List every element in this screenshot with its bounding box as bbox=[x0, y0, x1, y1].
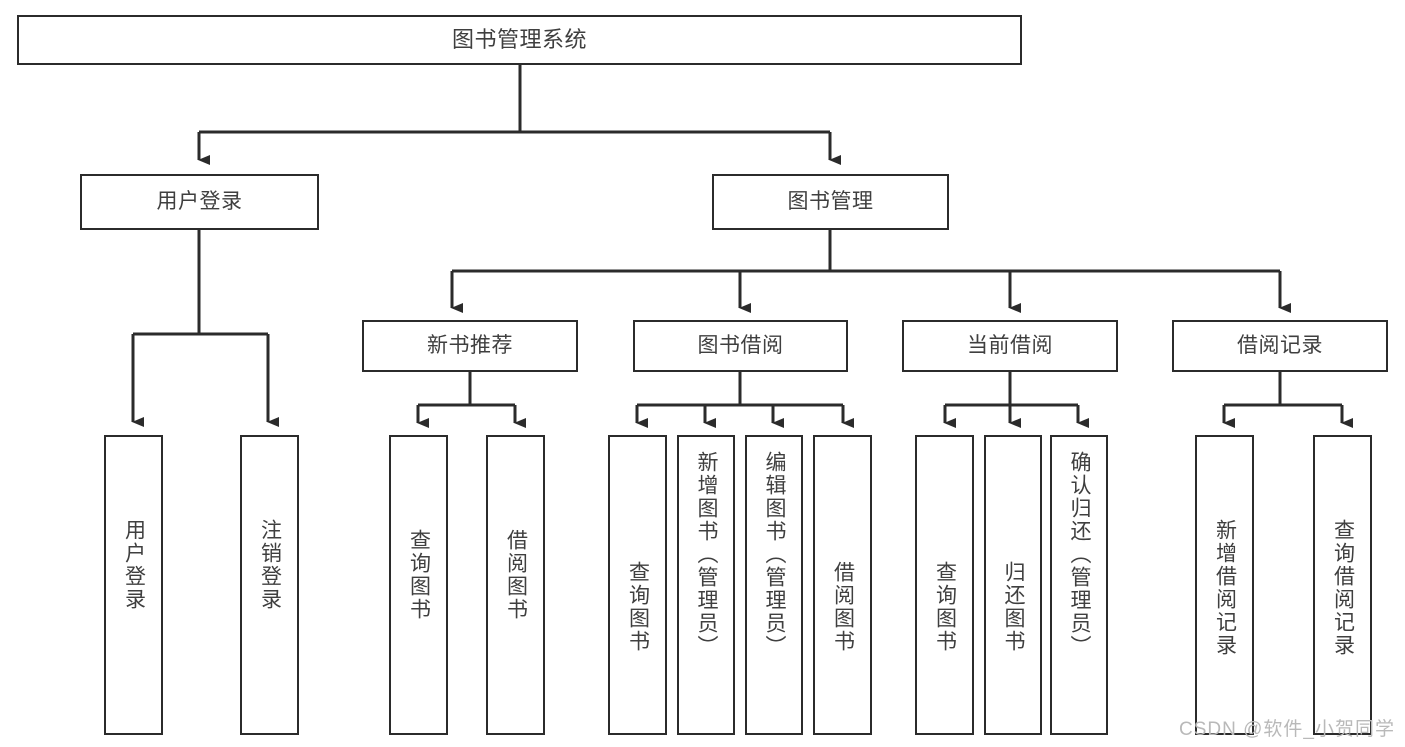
leaf-borrow-book-recommend[interactable]: 借阅图书 bbox=[486, 435, 545, 735]
node-borrow-record[interactable]: 借阅记录 bbox=[1172, 320, 1388, 372]
node-label: 编辑图书（管理员） bbox=[763, 451, 787, 658]
node-book-borrow[interactable]: 图书借阅 bbox=[633, 320, 848, 372]
leaf-edit-book-admin[interactable]: 编辑图书（管理员） bbox=[745, 435, 803, 735]
node-label: 查询图书 bbox=[407, 529, 431, 621]
node-current-borrow[interactable]: 当前借阅 bbox=[902, 320, 1118, 372]
node-label: 归还图书 bbox=[1002, 561, 1026, 653]
node-label: 注销登录 bbox=[258, 519, 282, 611]
node-label: 确认归还（管理员） bbox=[1068, 451, 1092, 658]
node-label: 图书管理系统 bbox=[451, 27, 587, 53]
node-label: 当前借阅 bbox=[967, 333, 1053, 357]
leaf-query-book-recommend[interactable]: 查询图书 bbox=[389, 435, 448, 735]
node-label: 借阅图书 bbox=[831, 561, 855, 653]
node-user-login[interactable]: 用户登录 bbox=[80, 174, 319, 230]
node-root-book-management-system[interactable]: 图书管理系统 bbox=[17, 15, 1022, 65]
leaf-add-book-admin[interactable]: 新增图书（管理员） bbox=[677, 435, 735, 735]
node-book-management[interactable]: 图书管理 bbox=[712, 174, 949, 230]
node-label: 借阅记录 bbox=[1237, 333, 1323, 357]
leaf-query-book-borrow[interactable]: 查询图书 bbox=[608, 435, 667, 735]
node-label: 新增借阅记录 bbox=[1213, 519, 1237, 657]
leaf-add-borrow-record[interactable]: 新增借阅记录 bbox=[1195, 435, 1254, 735]
node-label: 用户登录 bbox=[122, 519, 146, 611]
node-label: 查询图书 bbox=[626, 561, 650, 653]
node-label: 查询图书 bbox=[933, 561, 957, 653]
node-label: 图书借阅 bbox=[697, 333, 784, 357]
node-label: 查询借阅记录 bbox=[1331, 519, 1355, 657]
node-label: 图书管理 bbox=[787, 189, 874, 213]
node-label: 用户登录 bbox=[156, 189, 243, 213]
node-label: 借阅图书 bbox=[504, 529, 528, 621]
leaf-return-book[interactable]: 归还图书 bbox=[984, 435, 1042, 735]
node-label: 新书推荐 bbox=[427, 333, 513, 357]
watermark: CSDN @软件_小贺同学 bbox=[1179, 719, 1395, 740]
leaf-query-book-current[interactable]: 查询图书 bbox=[915, 435, 974, 735]
leaf-user-login[interactable]: 用户登录 bbox=[104, 435, 163, 735]
node-label: 新增图书（管理员） bbox=[695, 451, 719, 658]
leaf-query-borrow-record[interactable]: 查询借阅记录 bbox=[1313, 435, 1372, 735]
leaf-confirm-return-admin[interactable]: 确认归还（管理员） bbox=[1050, 435, 1108, 735]
leaf-borrow-book[interactable]: 借阅图书 bbox=[813, 435, 872, 735]
leaf-logout[interactable]: 注销登录 bbox=[240, 435, 299, 735]
node-new-book-recommend[interactable]: 新书推荐 bbox=[362, 320, 578, 372]
